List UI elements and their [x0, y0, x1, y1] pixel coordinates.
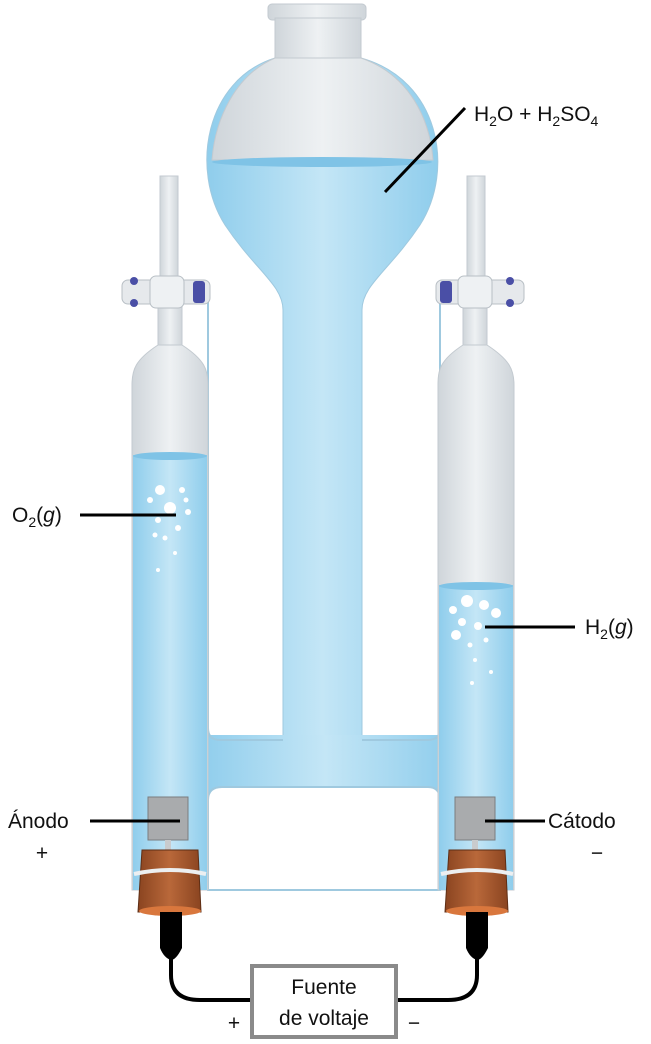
- anode-label: Ánodo: [8, 810, 69, 833]
- oxygen-bubbles: [147, 485, 191, 572]
- power-supply-box: Fuente de voltaje: [250, 964, 398, 1039]
- cathode-electrode: [454, 796, 496, 850]
- cathode-sign: −: [591, 842, 603, 865]
- hydrogen-bubbles: [449, 595, 501, 685]
- power-minus-sign: −: [408, 1012, 420, 1035]
- anode-sign: +: [36, 842, 48, 865]
- power-supply-label-line2: de voltaje: [279, 1007, 369, 1030]
- anode-electrode: [147, 796, 189, 850]
- anode-stopper: [133, 849, 207, 916]
- cathode-tube: [435, 175, 525, 891]
- power-plus-sign: +: [228, 1012, 240, 1035]
- connecting-tube: [200, 735, 450, 795]
- anode-tube: [121, 175, 211, 891]
- power-supply-label-line1: Fuente: [291, 976, 356, 999]
- reservoir-bulb: [206, 3, 439, 751]
- solution-label: H2O + H2SO4: [474, 103, 599, 129]
- oxygen-label: O2(g): [12, 504, 62, 530]
- hydrogen-label: H2(g): [585, 616, 634, 642]
- wires: [160, 912, 488, 1002]
- stopcock-right[interactable]: [435, 275, 525, 309]
- stopcock-left[interactable]: [121, 275, 211, 309]
- leader-lines: [80, 106, 575, 823]
- cathode-stopper: [440, 849, 514, 916]
- cathode-label: Cátodo: [548, 810, 616, 833]
